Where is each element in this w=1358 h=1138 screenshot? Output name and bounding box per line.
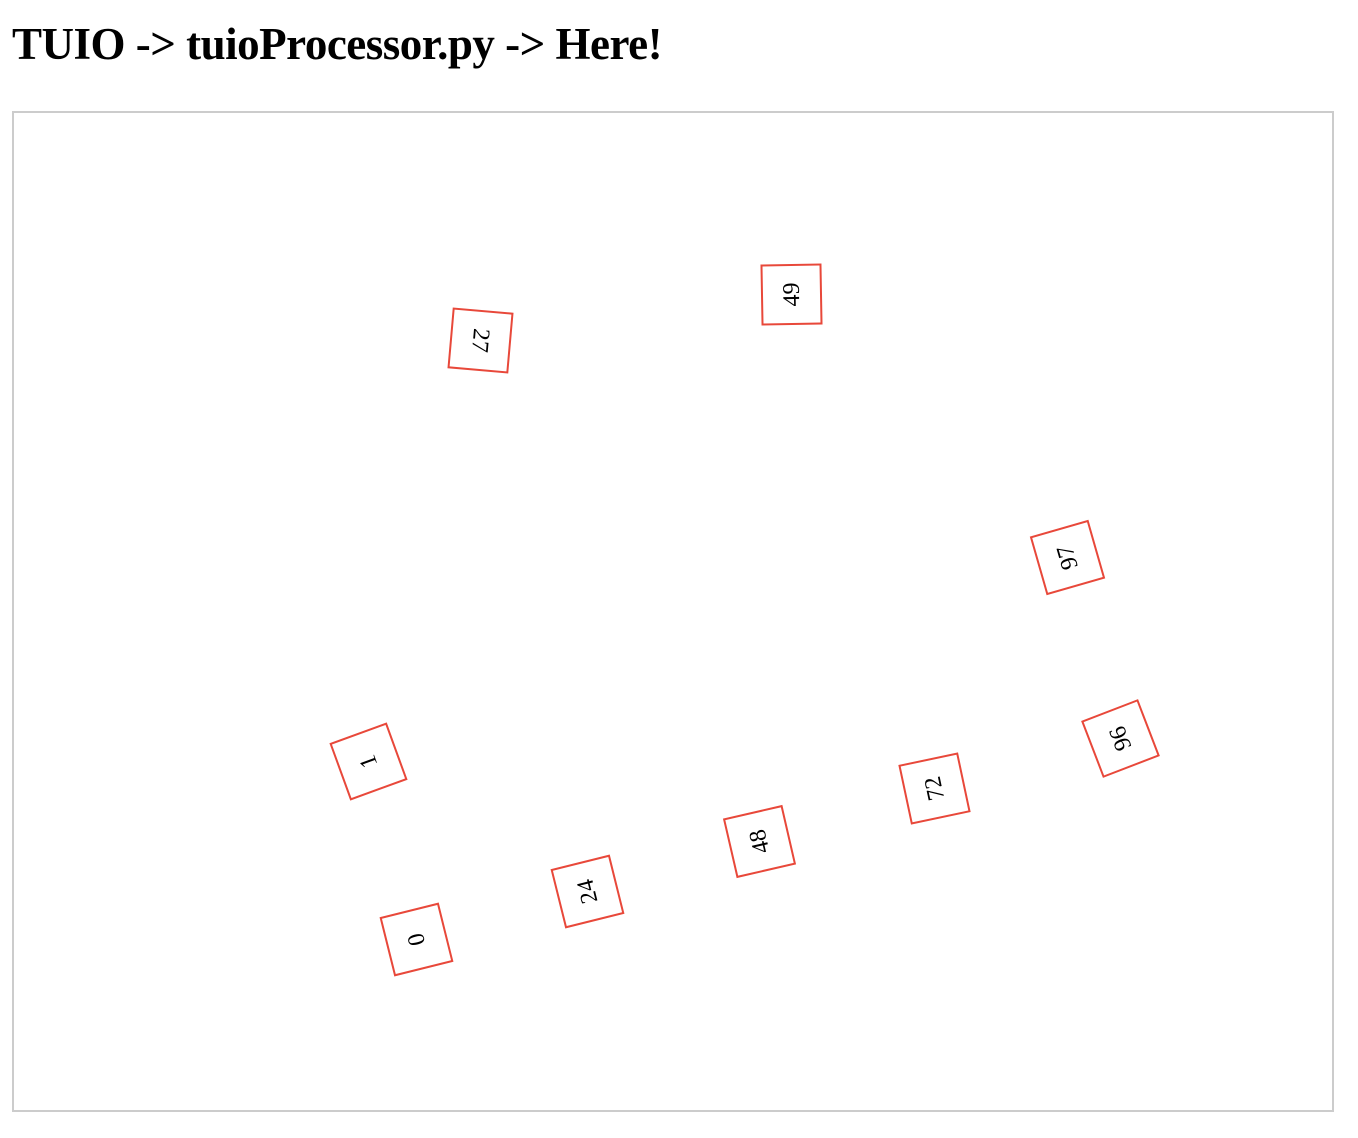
tuio-canvas: 27 49 97 1 96 72 48 24 0	[12, 111, 1334, 1112]
page-title: TUIO -> tuioProcessor.py -> Here!	[12, 19, 663, 69]
fiducial-marker[interactable]: 1	[328, 721, 408, 801]
fiducial-id-label: 27	[466, 326, 494, 354]
fiducial-id-label: 0	[401, 930, 431, 948]
fiducial-id-label: 97	[1051, 541, 1083, 573]
fiducial-id-label: 96	[1103, 722, 1137, 754]
fiducial-marker[interactable]: 97	[1029, 519, 1105, 595]
fiducial-marker[interactable]: 49	[759, 262, 823, 326]
fiducial-marker[interactable]: 72	[897, 751, 971, 825]
fiducial-marker[interactable]: 24	[550, 854, 624, 928]
fiducial-id-label: 1	[353, 750, 383, 772]
fiducial-id-label: 49	[777, 281, 805, 307]
fiducial-marker[interactable]: 48	[722, 804, 796, 878]
fiducial-marker[interactable]: 0	[379, 902, 453, 976]
fiducial-id-label: 24	[571, 876, 603, 906]
fiducial-id-label: 72	[918, 773, 950, 803]
fiducial-marker[interactable]: 27	[446, 306, 514, 374]
fiducial-id-label: 48	[743, 826, 775, 856]
fiducial-marker[interactable]: 96	[1080, 698, 1160, 778]
